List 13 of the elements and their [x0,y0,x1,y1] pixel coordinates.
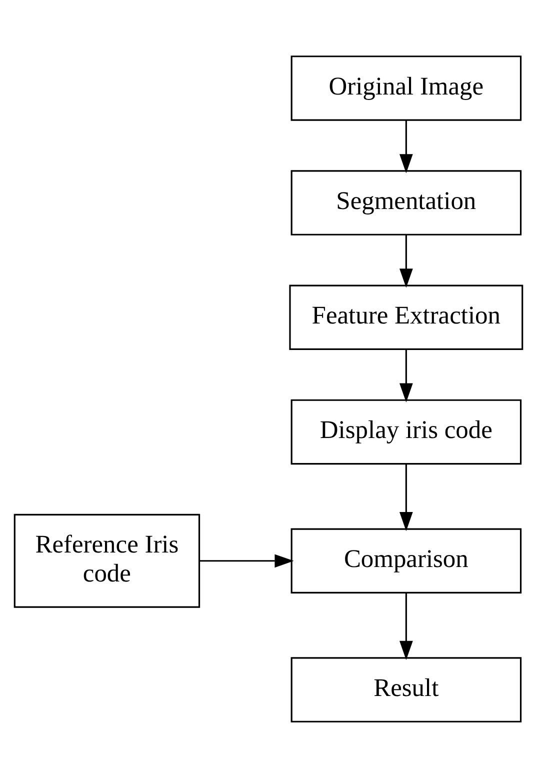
arrow [399,234,413,288]
arrow [399,592,413,660]
arrow [199,554,294,568]
node-box: Feature Extraction [289,284,524,350]
node-box: Original Image [290,55,522,120]
node-box: Display iris code [290,398,522,464]
arrow [399,348,413,402]
arrow [399,464,413,531]
arrow [399,120,413,173]
node-box: Reference Iris code [14,513,200,608]
node-box: Comparison [290,528,522,594]
node-box: Result [290,656,522,722]
node-box: Segmentation [290,170,522,235]
